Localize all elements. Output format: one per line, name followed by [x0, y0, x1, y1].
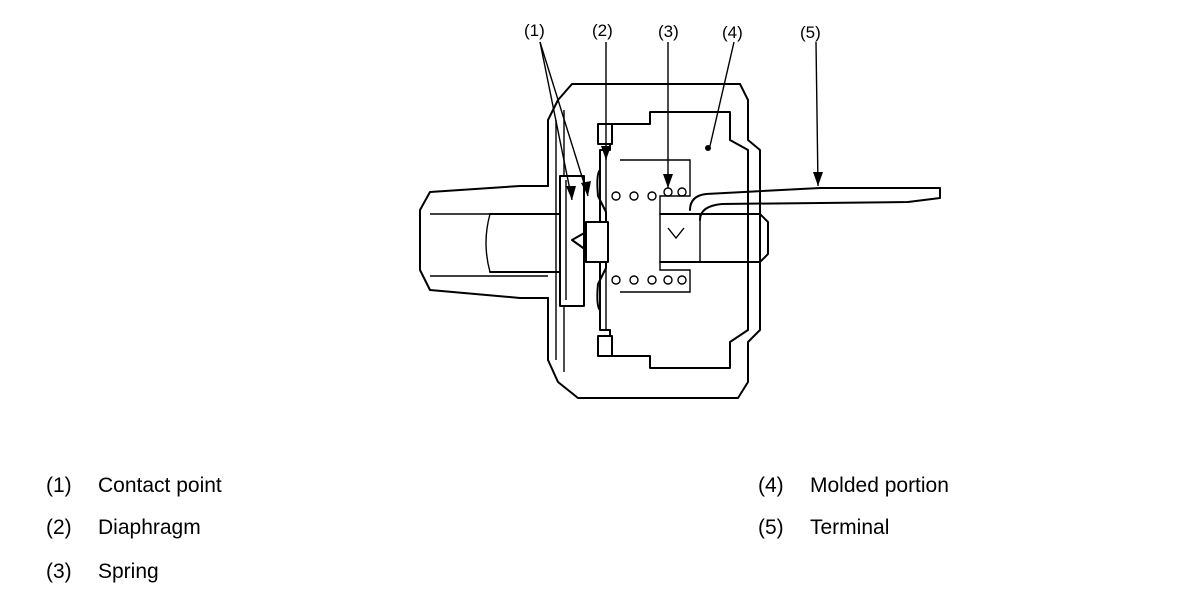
legend-item-molded-portion: (4) Molded portion [758, 474, 949, 498]
legend-number: (5) [758, 516, 784, 539]
molded-portion [597, 111, 749, 369]
callout-3: (3) [658, 22, 679, 41]
legend-item-diaphragm: (2) Diaphragm [46, 516, 201, 540]
legend-number: (1) [46, 474, 72, 497]
legend-number: (2) [46, 516, 72, 539]
legend-number: (3) [46, 560, 72, 583]
legend-number: (4) [758, 474, 784, 497]
pressure-switch-cross-section-diagram: (1) (2) (3) (4) (5) [419, 21, 941, 399]
spring [611, 187, 687, 285]
terminal-plate [689, 187, 941, 221]
callout-2: (2) [592, 21, 613, 40]
legend-item-spring: (3) Spring [46, 560, 159, 584]
legend-label: Terminal [810, 516, 890, 539]
terminal-stud [659, 213, 769, 263]
legend-item-contact-point: (1) Contact point [46, 474, 222, 498]
callout-5: (5) [800, 23, 821, 42]
callout-leaders [539, 41, 823, 201]
callout-1: (1) [524, 21, 545, 40]
threaded-fitting [419, 185, 571, 299]
legend-label: Diaphragm [98, 516, 201, 539]
callout-4: (4) [722, 23, 743, 42]
legend-label: Contact point [98, 474, 222, 497]
legend-label: Molded portion [810, 474, 949, 497]
switch-housing [547, 83, 761, 399]
contact-point [571, 221, 609, 263]
legend-item-terminal: (5) Terminal [758, 516, 889, 540]
legend-label: Spring [98, 560, 159, 583]
